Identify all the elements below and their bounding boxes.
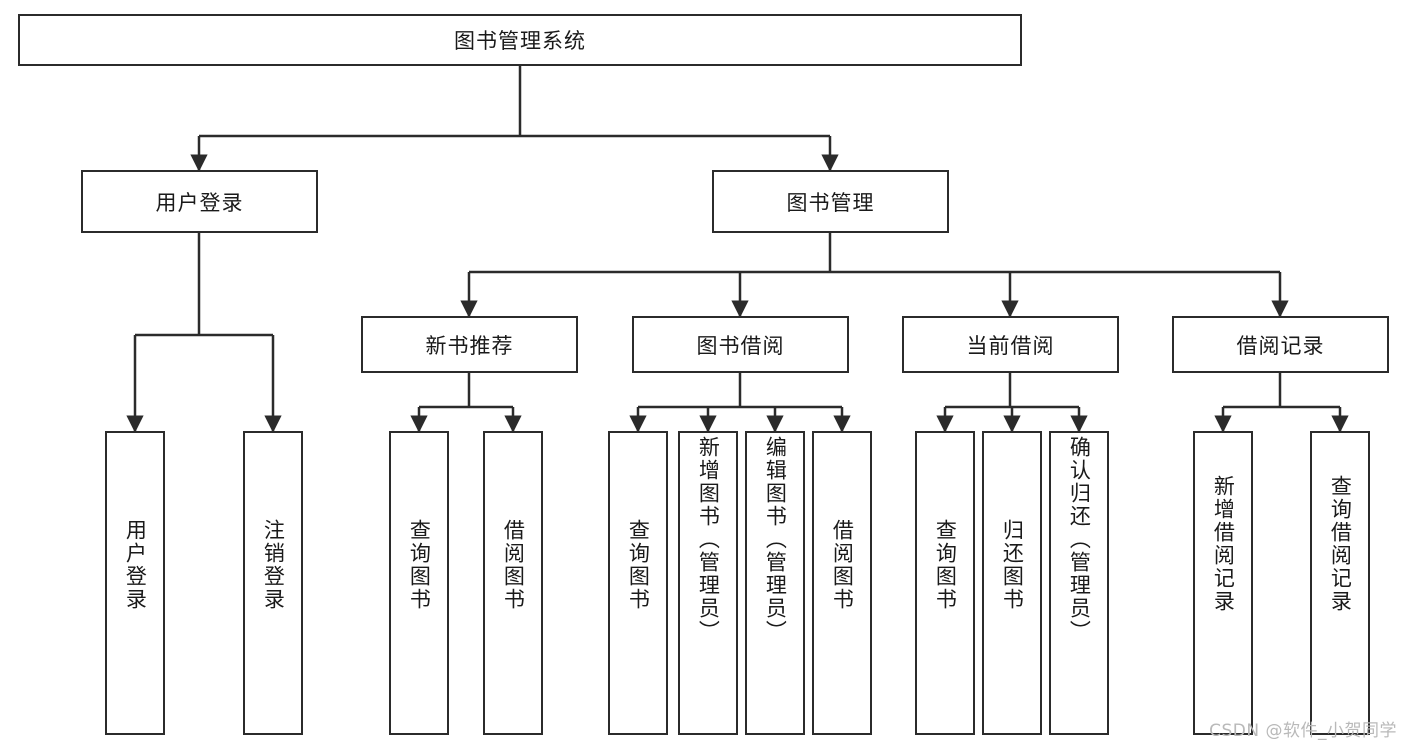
node-user-login[interactable]: 用户登录 [81, 170, 318, 233]
node-label: 用户登录 [155, 190, 244, 215]
leaf-return-book[interactable]: 归还图书 [982, 431, 1042, 735]
leaf-add-book-admin[interactable]: 新增图书（管理员） [678, 431, 738, 735]
node-book-management[interactable]: 图书管理 [712, 170, 949, 233]
leaf-borrow-book-newbook[interactable]: 借阅图书 [483, 431, 543, 735]
leaf-label: 查询借阅记录 [1328, 475, 1353, 613]
node-current-borrow[interactable]: 当前借阅 [902, 316, 1119, 373]
leaf-add-borrow-record[interactable]: 新增借阅记录 [1193, 431, 1253, 735]
leaf-label: 查询图书 [626, 519, 651, 611]
leaf-query-book-borrow[interactable]: 查询图书 [608, 431, 668, 735]
leaf-label: 查询图书 [407, 519, 432, 611]
node-label: 图书管理 [786, 190, 875, 215]
node-label: 图书管理系统 [454, 29, 586, 53]
node-label: 当前借阅 [966, 333, 1055, 358]
leaf-label: 新增图书（管理员） [696, 436, 721, 643]
leaf-edit-book-admin[interactable]: 编辑图书（管理员） [745, 431, 805, 735]
leaf-label: 查询图书 [933, 519, 958, 611]
leaf-confirm-return-admin[interactable]: 确认归还（管理员） [1049, 431, 1109, 735]
leaf-borrow-book[interactable]: 借阅图书 [812, 431, 872, 735]
leaf-query-book-newbook[interactable]: 查询图书 [389, 431, 449, 735]
node-label: 图书借阅 [696, 333, 785, 358]
node-borrow-record[interactable]: 借阅记录 [1172, 316, 1389, 373]
node-label: 借阅记录 [1236, 333, 1325, 358]
leaf-label: 编辑图书（管理员） [763, 436, 788, 643]
leaf-label: 用户登录 [123, 519, 148, 611]
leaf-label: 借阅图书 [501, 519, 526, 611]
node-new-book-recommend[interactable]: 新书推荐 [361, 316, 578, 373]
leaf-label: 确认归还（管理员） [1067, 436, 1092, 643]
leaf-logout[interactable]: 注销登录 [243, 431, 303, 735]
node-book-borrow[interactable]: 图书借阅 [632, 316, 849, 373]
node-label: 新书推荐 [425, 333, 514, 358]
leaf-label: 借阅图书 [830, 519, 855, 611]
leaf-query-book-current[interactable]: 查询图书 [915, 431, 975, 735]
leaf-label: 注销登录 [261, 519, 286, 611]
leaf-user-login[interactable]: 用户登录 [105, 431, 165, 735]
leaf-query-borrow-record[interactable]: 查询借阅记录 [1310, 431, 1370, 735]
node-root-book-management-system[interactable]: 图书管理系统 [18, 14, 1022, 66]
leaf-label: 新增借阅记录 [1211, 475, 1236, 613]
leaf-label: 归还图书 [1000, 519, 1025, 611]
